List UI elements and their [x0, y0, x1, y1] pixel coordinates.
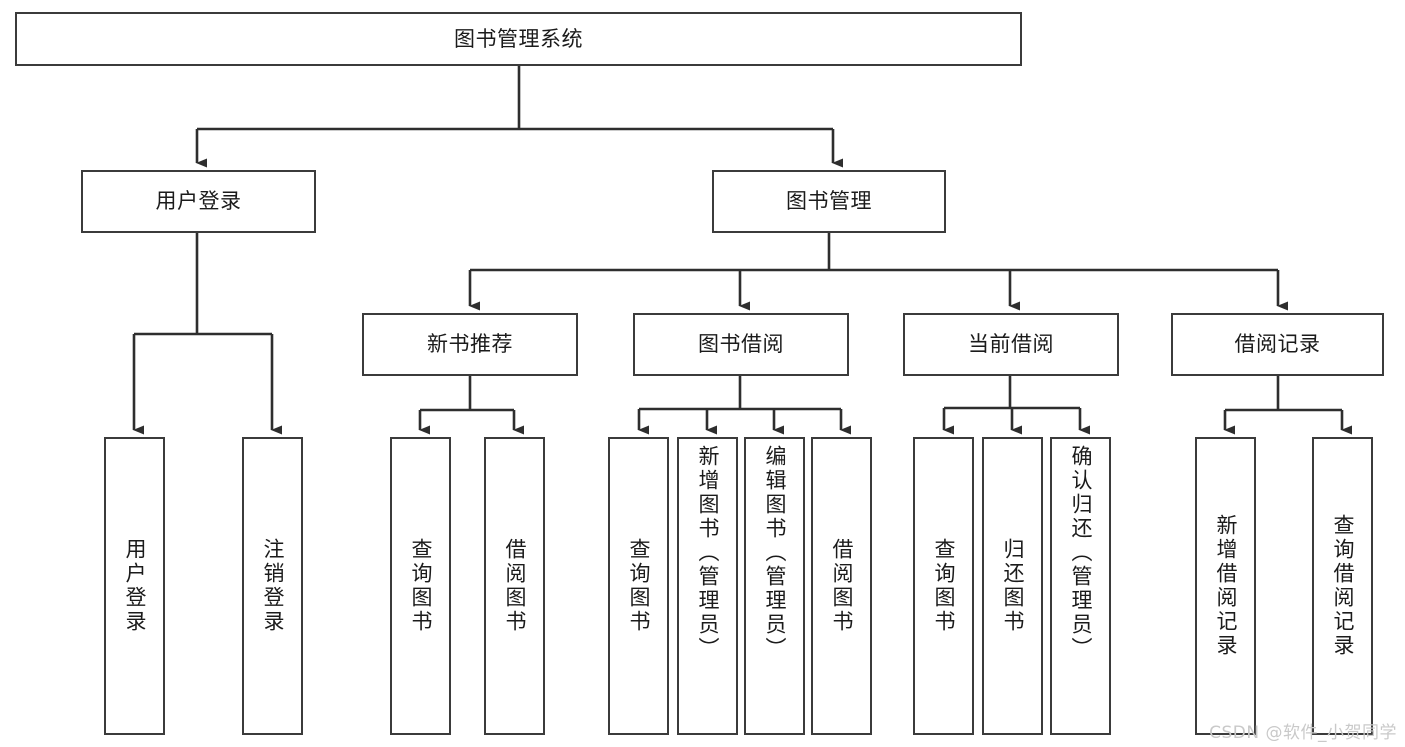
leaf-borrow-add-book[interactable]: 新增图书（管理员）	[677, 437, 738, 735]
node-book-borrow-label: 图书借阅	[698, 332, 784, 357]
leaf-borrow-borrow-book-label: 借阅图书	[830, 538, 854, 634]
node-user-login-label: 用户登录	[155, 189, 242, 214]
leaf-current-confirm-return-label: 确认归还（管理员）	[1069, 445, 1093, 661]
node-book-management[interactable]: 图书管理	[712, 170, 946, 233]
leaf-record-query-label: 查询借阅记录	[1331, 514, 1355, 658]
leaf-current-return-label: 归还图书	[1001, 538, 1025, 634]
leaf-record-add[interactable]: 新增借阅记录	[1195, 437, 1256, 735]
leaf-new-book-query-label: 查询图书	[409, 538, 433, 634]
leaf-borrow-edit-book-label: 编辑图书（管理员）	[763, 445, 787, 661]
leaf-user-login-logout[interactable]: 注销登录	[242, 437, 303, 735]
leaf-borrow-query[interactable]: 查询图书	[608, 437, 669, 735]
leaf-user-login-logout-label: 注销登录	[261, 538, 285, 634]
leaf-new-book-borrow[interactable]: 借阅图书	[484, 437, 545, 735]
node-root[interactable]: 图书管理系统	[15, 12, 1022, 66]
leaf-current-query[interactable]: 查询图书	[913, 437, 974, 735]
node-book-management-label: 图书管理	[786, 189, 872, 214]
node-new-book-recommend-label: 新书推荐	[427, 332, 513, 357]
leaf-new-book-query[interactable]: 查询图书	[390, 437, 451, 735]
leaf-user-login-login-label: 用户登录	[123, 538, 147, 634]
node-book-borrow[interactable]: 图书借阅	[633, 313, 849, 376]
leaf-record-add-label: 新增借阅记录	[1214, 514, 1238, 658]
leaf-current-query-label: 查询图书	[932, 538, 956, 634]
leaf-record-query[interactable]: 查询借阅记录	[1312, 437, 1373, 735]
leaf-current-confirm-return[interactable]: 确认归还（管理员）	[1050, 437, 1111, 735]
leaf-new-book-borrow-label: 借阅图书	[503, 538, 527, 634]
leaf-borrow-edit-book[interactable]: 编辑图书（管理员）	[744, 437, 805, 735]
node-current-borrow-label: 当前借阅	[968, 332, 1054, 357]
node-borrow-record-label: 借阅记录	[1234, 332, 1321, 357]
leaf-borrow-query-label: 查询图书	[627, 538, 651, 634]
node-current-borrow[interactable]: 当前借阅	[903, 313, 1119, 376]
node-user-login[interactable]: 用户登录	[81, 170, 316, 233]
watermark-text: CSDN @软件_小贺同学	[1209, 723, 1397, 743]
node-new-book-recommend[interactable]: 新书推荐	[362, 313, 578, 376]
leaf-current-return[interactable]: 归还图书	[982, 437, 1043, 735]
leaf-user-login-login[interactable]: 用户登录	[104, 437, 165, 735]
node-root-label: 图书管理系统	[454, 26, 583, 51]
leaf-borrow-add-book-label: 新增图书（管理员）	[696, 445, 720, 661]
node-borrow-record[interactable]: 借阅记录	[1171, 313, 1384, 376]
leaf-borrow-borrow-book[interactable]: 借阅图书	[811, 437, 872, 735]
